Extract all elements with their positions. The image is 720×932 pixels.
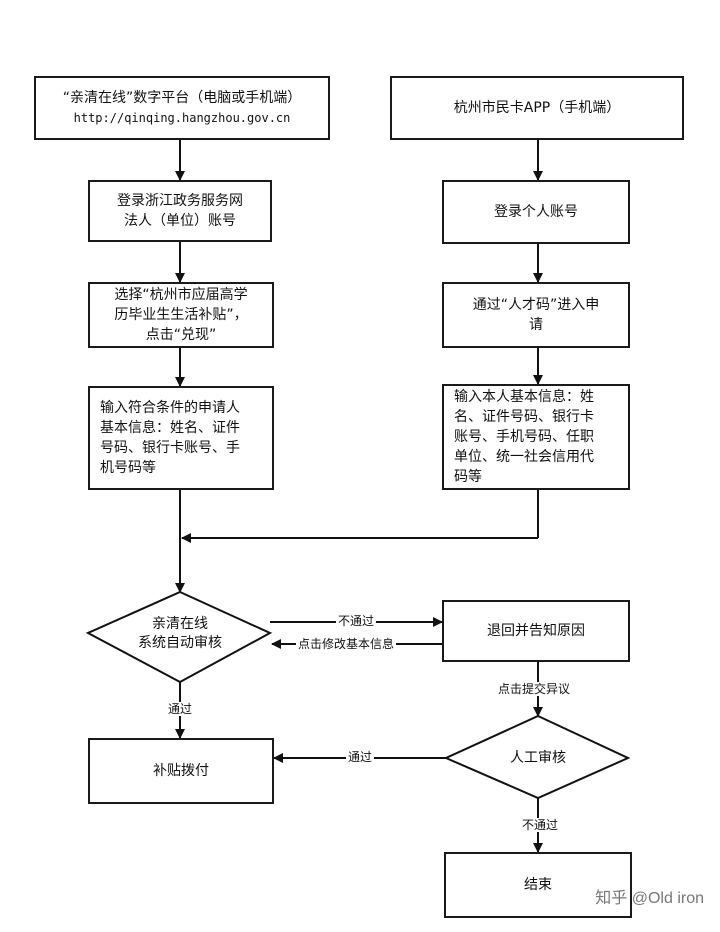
node-input-self: 输入本人基本信息：姓 名、证件号码、银行卡 账号、手机号码、任职 单位、统一社会…	[442, 384, 630, 490]
edge-label-modify-info: 点击修改基本信息	[296, 637, 397, 651]
manual-review-text: 人工审核	[510, 749, 566, 766]
node-input-applicant: 输入符合条件的申请人 基本信息：姓名、证件 号码、银行卡账号、手 机号码等	[88, 386, 274, 490]
node-disburse-label: 补贴拨付	[153, 763, 209, 779]
node-select-subsidy-line3: 点击“兑现”	[145, 327, 217, 343]
node-platform-pc-title: “亲清在线”数字平台（电脑或手机端）	[62, 90, 302, 106]
node-input-self-line1: 输入本人基本信息：姓	[454, 389, 594, 405]
edge-label-not-pass-1: 不通过	[336, 614, 377, 628]
node-platform-pc-url: http://qinqing.hangzhou.gov.cn	[73, 111, 291, 125]
node-input-self-line2: 名、证件号码、银行卡	[454, 409, 594, 425]
edge-label-pass-2: 通过	[346, 750, 375, 764]
diamond-manual-review	[443, 714, 631, 800]
edge-label-not-pass-2: 不通过	[520, 818, 561, 832]
manual-review-label: 人工审核	[478, 746, 598, 770]
edge-label-pass-1: 通过	[166, 702, 195, 716]
node-input-applicant-line3: 号码、银行卡账号、手	[100, 440, 240, 456]
node-select-subsidy-line2: 历毕业生生活补贴”，	[114, 307, 248, 323]
node-return-reason: 退回并告知原因	[442, 600, 630, 662]
node-select-subsidy: 选择“杭州市应届高学 历毕业生生活补贴”， 点击“兑现”	[88, 282, 274, 348]
node-login-personal-label: 登录个人账号	[494, 204, 578, 220]
node-return-reason-label: 退回并告知原因	[487, 623, 585, 639]
node-input-self-line4: 单位、统一社会信用代	[454, 449, 594, 465]
node-input-applicant-line1: 输入符合条件的申请人	[100, 400, 240, 416]
node-end: 结束	[444, 852, 632, 918]
edge-label-submit-objection: 点击提交异议	[496, 682, 573, 696]
node-input-applicant-line2: 基本信息：姓名、证件	[100, 420, 240, 436]
node-login-legal-line1: 登录浙江政务服务网	[117, 193, 243, 209]
node-talent-code: 通过“人才码”进入申 请	[442, 282, 630, 348]
auto-review-line1: 亲清在线	[152, 616, 208, 632]
node-end-label: 结束	[524, 877, 552, 893]
node-login-legal-line2: 法人（单位）账号	[124, 213, 236, 229]
diamond-auto-review	[85, 590, 273, 684]
watermark: 知乎 @Old iron	[595, 890, 704, 907]
node-talent-code-line2: 请	[529, 317, 543, 333]
node-login-legal: 登录浙江政务服务网 法人（单位）账号	[88, 180, 272, 242]
node-disburse: 补贴拨付	[88, 738, 274, 804]
node-input-self-line3: 账号、手机号码、任职	[454, 429, 594, 445]
auto-review-line2: 系统自动审核	[138, 635, 222, 651]
node-app-mobile: 杭州市民卡APP（手机端）	[390, 76, 684, 140]
node-talent-code-line1: 通过“人才码”进入申	[472, 297, 600, 313]
node-input-applicant-line4: 机号码等	[100, 460, 156, 476]
node-select-subsidy-line1: 选择“杭州市应届高学	[114, 287, 248, 303]
node-input-self-line5: 码等	[454, 469, 482, 485]
node-login-personal: 登录个人账号	[442, 180, 630, 244]
auto-review-label: 亲清在线 系统自动审核	[110, 612, 250, 656]
node-platform-pc: “亲清在线”数字平台（电脑或手机端） http://qinqing.hangzh…	[34, 76, 330, 140]
node-app-mobile-label: 杭州市民卡APP（手机端）	[453, 100, 621, 116]
